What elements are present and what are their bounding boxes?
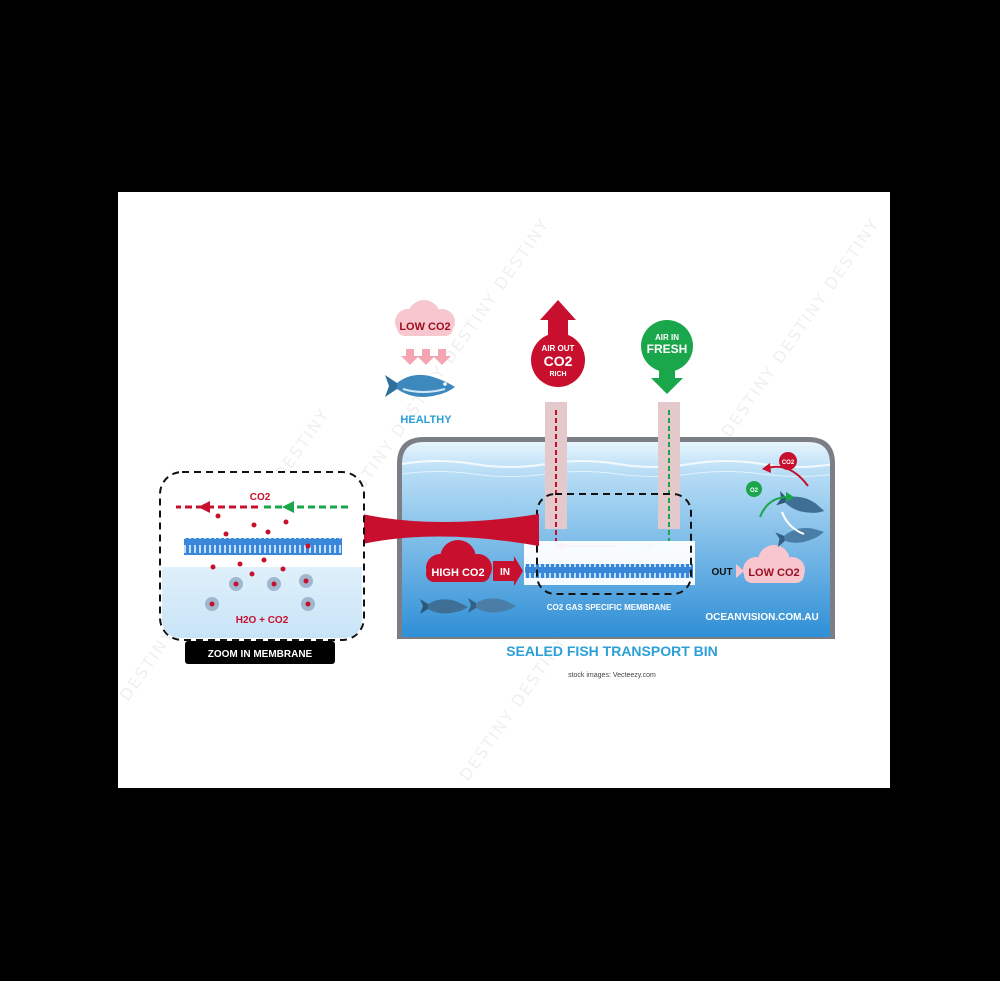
zoom-title: ZOOM IN MEMBRANE [208, 649, 313, 660]
air-out-line2: CO2 [544, 353, 573, 369]
air-out-line1: AIR OUT [542, 344, 575, 353]
low-co2-top-label: LOW CO2 [399, 321, 450, 333]
arrow-down-icon [401, 349, 451, 365]
fish-icon [420, 599, 468, 614]
tube-right [658, 402, 680, 529]
high-co2-label: HIGH CO2 [431, 567, 484, 579]
co2-badge [779, 452, 797, 470]
o2-badge-label: O2 [750, 488, 759, 494]
membrane-housing [524, 541, 695, 585]
zoom-title-bar [185, 641, 335, 664]
zoom-h2o-label: H2O + CO2 [236, 615, 289, 626]
in-label: IN [500, 567, 510, 578]
h2o-molecules [205, 574, 315, 611]
arrow-down-icon [651, 368, 683, 394]
membrane-icon [184, 538, 342, 555]
bin-title: SEALED FISH TRANSPORT BIN [506, 643, 718, 659]
low-co2-right-label: LOW CO2 [748, 567, 799, 579]
air-in-line1: AIR IN [655, 333, 679, 342]
co2-molecules [210, 513, 311, 577]
co2-badge-label: CO2 [782, 460, 795, 466]
air-in-circle [641, 320, 693, 372]
diagram-canvas: DESTINY DESTINY DESTINY DESTINY DESTINY … [118, 192, 890, 788]
air-in-line2: FRESH [647, 342, 688, 356]
o2-badge [746, 481, 762, 497]
zoom-beam [362, 514, 539, 546]
website-label: OCEANVISION.COM.AU [705, 612, 818, 623]
arrow-up-icon [540, 300, 576, 340]
membrane-icon [525, 564, 693, 578]
fish-icon [385, 374, 455, 397]
zoom-co2-label: CO2 [250, 492, 271, 503]
stock-credit: stock images: Vecteezy.com [568, 672, 656, 679]
cloud-icon [743, 545, 805, 583]
cloud-icon [395, 300, 455, 336]
air-out-circle [531, 333, 585, 387]
diagram-svg: DESTINY DESTINY DESTINY DESTINY DESTINY … [118, 215, 883, 785]
tube-left [545, 402, 567, 529]
in-arrow [493, 556, 523, 586]
out-label: OUT [711, 567, 732, 578]
cloud-icon [426, 540, 492, 582]
air-out-line3: RICH [549, 371, 566, 378]
healthy-label: HEALTHY [400, 414, 452, 426]
membrane-caption: CO2 GAS SPECIFIC MEMBRANE [547, 603, 672, 612]
fish-icon [468, 598, 516, 613]
fish-icon [775, 528, 824, 548]
